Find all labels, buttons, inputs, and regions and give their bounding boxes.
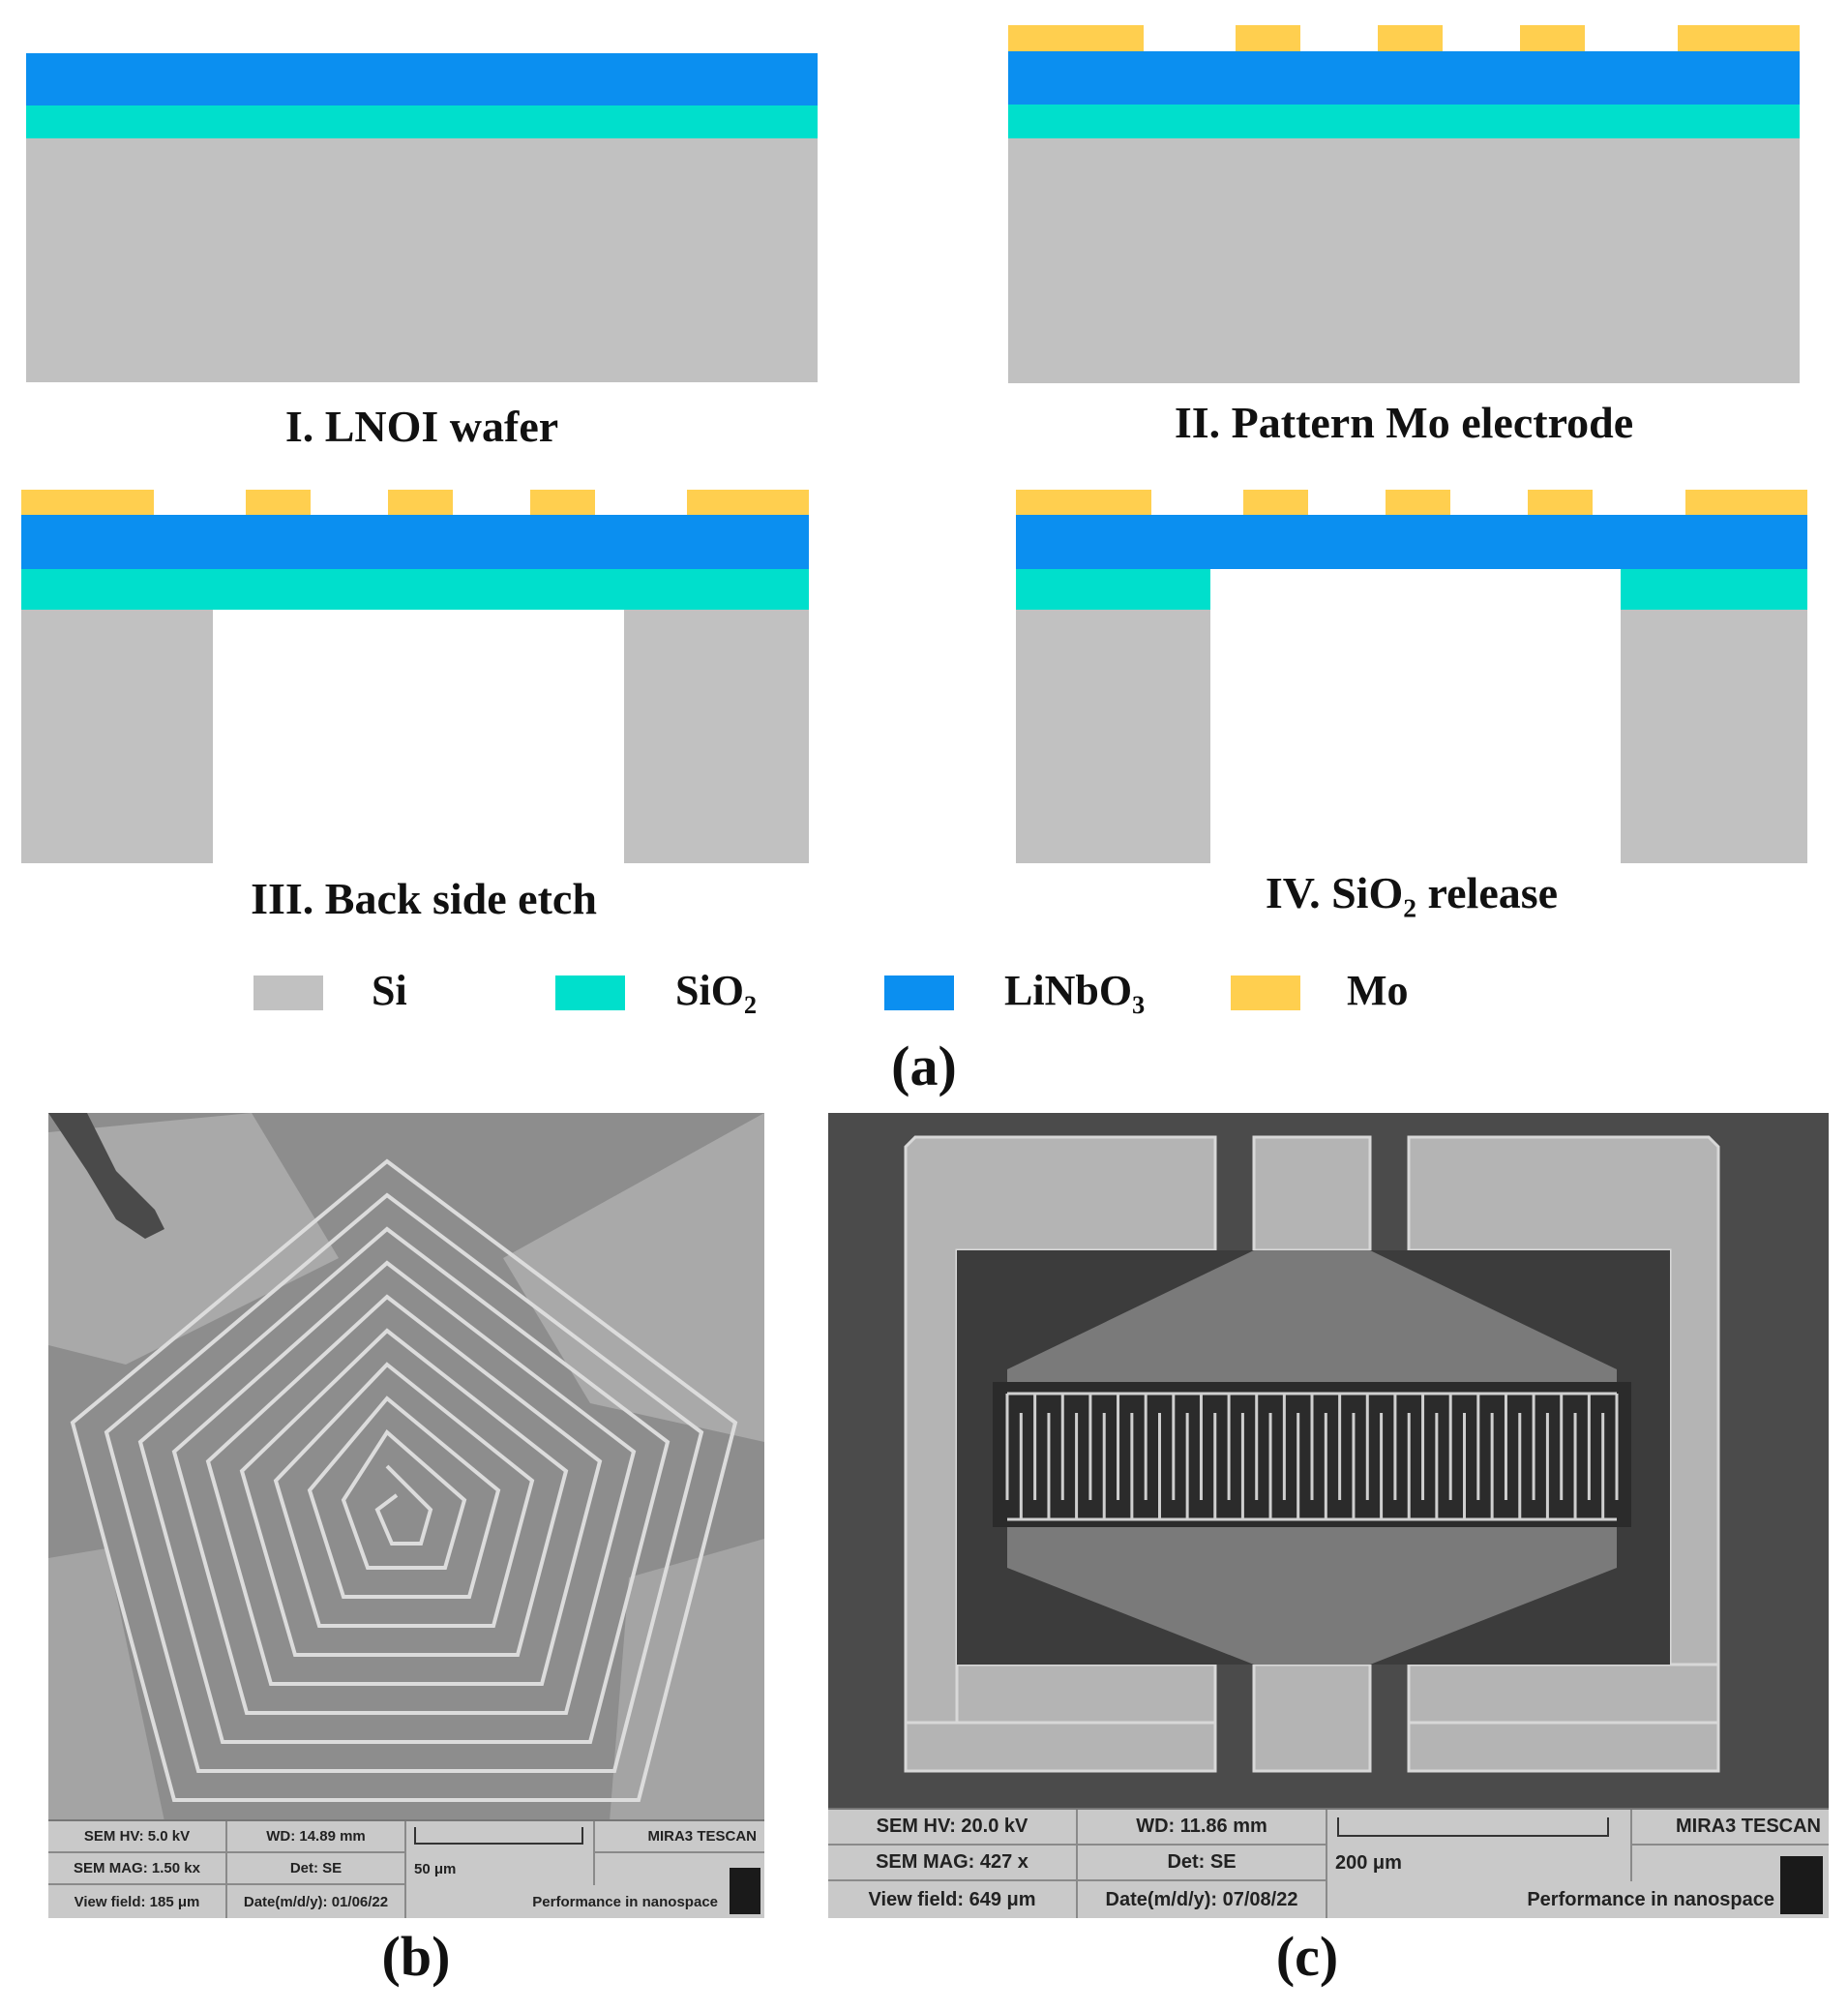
legend-swatch-linbo3 xyxy=(884,975,954,1010)
mo-electrode xyxy=(1008,25,1144,51)
contact-pad xyxy=(610,1539,764,1821)
sem-b-slogan: Performance in nanospace xyxy=(532,1893,718,1910)
probe-tip xyxy=(48,1113,164,1239)
sem-b-brand: MIRA3 TESCAN xyxy=(595,1821,764,1853)
idt-fingers xyxy=(1005,1392,1619,1521)
contact-pad xyxy=(48,1548,164,1821)
tescan-logo-icon xyxy=(1780,1856,1823,1914)
panel-label-b: (b) xyxy=(381,1925,451,1988)
sem-c-brand: MIRA3 TESCAN xyxy=(1632,1810,1829,1846)
step-4-caption: IV. SiO2 release xyxy=(1265,868,1559,923)
step-1-caption: I. LNOI wafer xyxy=(284,402,559,451)
mo-electrode xyxy=(1678,25,1800,51)
sio2-layer xyxy=(1008,105,1800,138)
sem-c-scalebar xyxy=(1327,1810,1632,1846)
si-substrate xyxy=(1008,138,1800,383)
linbo3-layer xyxy=(21,515,809,569)
mo-electrode xyxy=(21,490,154,515)
sem-c-scale-label: 200 μm xyxy=(1327,1846,1632,1881)
mo-electrode xyxy=(1236,25,1300,51)
mo-electrode xyxy=(1528,490,1593,515)
sem-b-date: Date(m/d/y): 01/06/22 xyxy=(227,1885,406,1918)
step-3-caption: III. Back side etch xyxy=(251,874,597,923)
legend-label-sio2: SiO2 xyxy=(675,967,758,1020)
linbo3-layer xyxy=(1016,515,1807,569)
contact-pad xyxy=(503,1113,764,1442)
sem-c-databar: SEM HV: 20.0 kV WD: 11.86 mm MIRA3 TESCA… xyxy=(828,1808,1829,1918)
si-support-left xyxy=(21,610,213,863)
sio2-layer xyxy=(26,105,818,138)
sio2-layer xyxy=(21,569,809,610)
si-support-right xyxy=(624,610,809,863)
sem-b-wd: WD: 14.89 mm xyxy=(227,1821,406,1853)
sem-c-view: View field: 649 μm xyxy=(828,1881,1078,1918)
spiral-inductor xyxy=(70,1158,738,1802)
legend-label-si: Si xyxy=(372,967,407,1014)
legend-swatch-si xyxy=(253,975,323,1010)
sio2-anchor-left xyxy=(1016,569,1210,610)
mo-electrode xyxy=(1243,490,1308,515)
si-support-right xyxy=(1621,610,1807,863)
sem-c-micrograph xyxy=(828,1113,1829,1810)
mo-electrode xyxy=(1378,25,1443,51)
legend-swatch-sio2 xyxy=(555,975,625,1010)
step-2-caption: II. Pattern Mo electrode xyxy=(1174,398,1634,447)
mo-electrode xyxy=(388,490,453,515)
bottom-bus-electrode xyxy=(1007,1515,1617,1665)
legend-label-linbo3: LiNbO3 xyxy=(1004,967,1146,1020)
sem-image-b: SEM HV: 5.0 kV WD: 14.89 mm MIRA3 TESCAN… xyxy=(48,1113,764,1918)
legend-swatch-mo xyxy=(1231,975,1300,1010)
sem-c-date: Date(m/d/y): 07/08/22 xyxy=(1078,1881,1327,1918)
sem-image-c: SEM HV: 20.0 kV WD: 11.86 mm MIRA3 TESCA… xyxy=(828,1113,1829,1918)
sem-b-hv: SEM HV: 5.0 kV xyxy=(48,1821,227,1853)
sem-c-slogan: Performance in nanospace xyxy=(1527,1888,1774,1910)
panel-label-a: (a) xyxy=(891,1035,957,1097)
sem-b-scale-label: 50 μm xyxy=(406,1853,595,1885)
mo-electrode xyxy=(246,490,311,515)
sem-c-wd: WD: 11.86 mm xyxy=(1078,1810,1327,1846)
si-substrate xyxy=(26,138,818,382)
sem-b-det: Det: SE xyxy=(227,1853,406,1885)
linbo3-layer xyxy=(1008,51,1800,105)
panel-label-c: (c) xyxy=(1275,1925,1339,1988)
mo-electrode xyxy=(687,490,809,515)
mo-electrode xyxy=(1685,490,1807,515)
mo-electrode xyxy=(1520,25,1585,51)
signal-ground-pads xyxy=(904,1135,1720,1773)
mo-electrode xyxy=(1016,490,1151,515)
mo-electrode xyxy=(530,490,595,515)
sem-c-det: Det: SE xyxy=(1078,1846,1327,1881)
linbo3-layer xyxy=(26,53,818,105)
si-support-left xyxy=(1016,610,1210,863)
sem-c-mag: SEM MAG: 427 x xyxy=(828,1846,1078,1881)
sem-b-mag: SEM MAG: 1.50 kx xyxy=(48,1853,227,1885)
sem-b-scalebar xyxy=(406,1821,595,1853)
tescan-logo-icon xyxy=(730,1868,760,1914)
sio2-anchor-right xyxy=(1621,569,1807,610)
sem-b-databar: SEM HV: 5.0 kV WD: 14.89 mm MIRA3 TESCAN… xyxy=(48,1819,764,1918)
legend-label-mo: Mo xyxy=(1347,967,1409,1014)
sem-b-view: View field: 185 μm xyxy=(48,1885,227,1918)
sem-b-micrograph xyxy=(48,1113,764,1821)
mo-electrode xyxy=(1386,490,1450,515)
sem-c-hv: SEM HV: 20.0 kV xyxy=(828,1810,1078,1846)
